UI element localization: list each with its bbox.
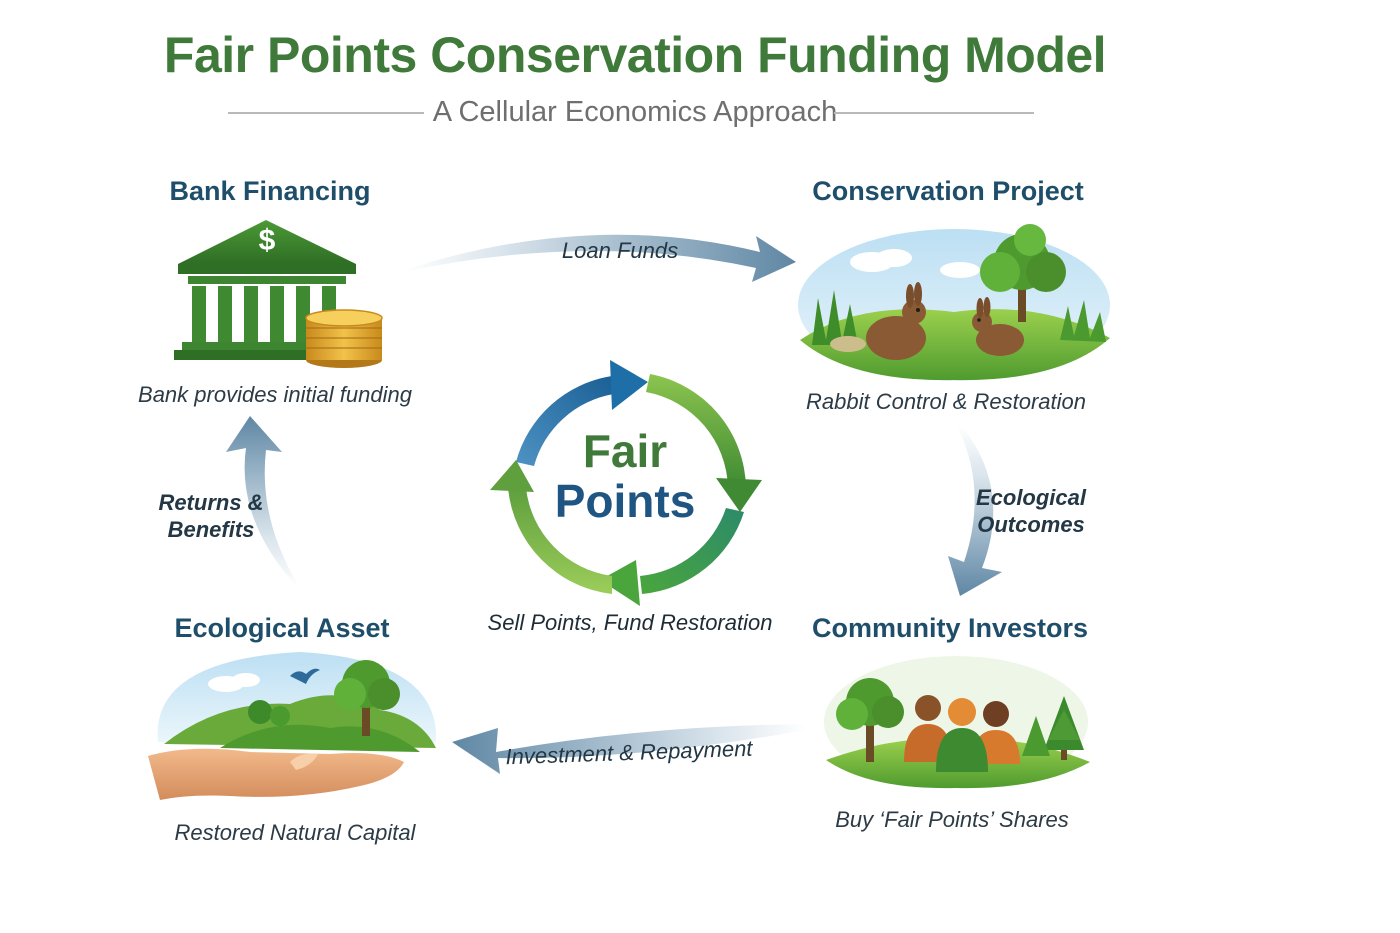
- bird-icon: [290, 668, 320, 684]
- returns-flow-arrow: [226, 416, 300, 588]
- community-investors-caption: Buy ‘Fair Points’ Shares: [835, 807, 1069, 832]
- loan-flow-arrow: [404, 234, 796, 282]
- outcomes-flow-arrow: [948, 426, 1002, 596]
- subtitle-rule-right: [834, 112, 1034, 114]
- conservation-project-title: Conservation Project: [812, 176, 1084, 206]
- ecological-asset-title: Ecological Asset: [174, 613, 390, 643]
- bank-building-icon: [174, 220, 360, 360]
- ecological-asset-caption: Restored Natural Capital: [174, 820, 416, 845]
- diagram-subtitle: A Cellular Economics Approach: [432, 96, 838, 128]
- returns-benefits-label: Returns & Benefits: [136, 489, 286, 543]
- diagram-title: Fair Points Conservation Funding Model: [163, 27, 1107, 83]
- ecological-outcomes-label: Ecological Outcomes: [954, 484, 1108, 538]
- dollar-icon: $: [258, 224, 276, 257]
- loan-funds-label: Loan Funds: [561, 238, 679, 263]
- bank-financing-title: Bank Financing: [169, 176, 371, 206]
- returns-benefits-line2: Benefits: [167, 517, 255, 542]
- center-word-fair: Fair: [582, 425, 668, 477]
- community-investors-title: Community Investors: [811, 613, 1089, 643]
- subtitle-rule-left: [228, 112, 424, 114]
- community-investors-illustration: [824, 656, 1090, 789]
- ecological-outcomes-line2: Outcomes: [977, 512, 1085, 537]
- center-word-points: Points: [554, 475, 696, 527]
- fair-points-cycle-icon: [490, 360, 762, 606]
- bank-financing-caption: Bank provides initial funding: [138, 382, 412, 407]
- coin-stack-icon: [305, 309, 383, 368]
- conservation-project-caption: Rabbit Control & Restoration: [805, 389, 1087, 414]
- investment-flow-arrow: [452, 724, 806, 774]
- returns-benefits-line1: Returns &: [158, 490, 264, 515]
- rabbit-meadow-illustration: [798, 224, 1110, 381]
- ecological-outcomes-line1: Ecological: [975, 485, 1087, 510]
- nature-in-hand-illustration: [148, 652, 437, 800]
- center-caption: Sell Points, Fund Restoration: [487, 610, 773, 635]
